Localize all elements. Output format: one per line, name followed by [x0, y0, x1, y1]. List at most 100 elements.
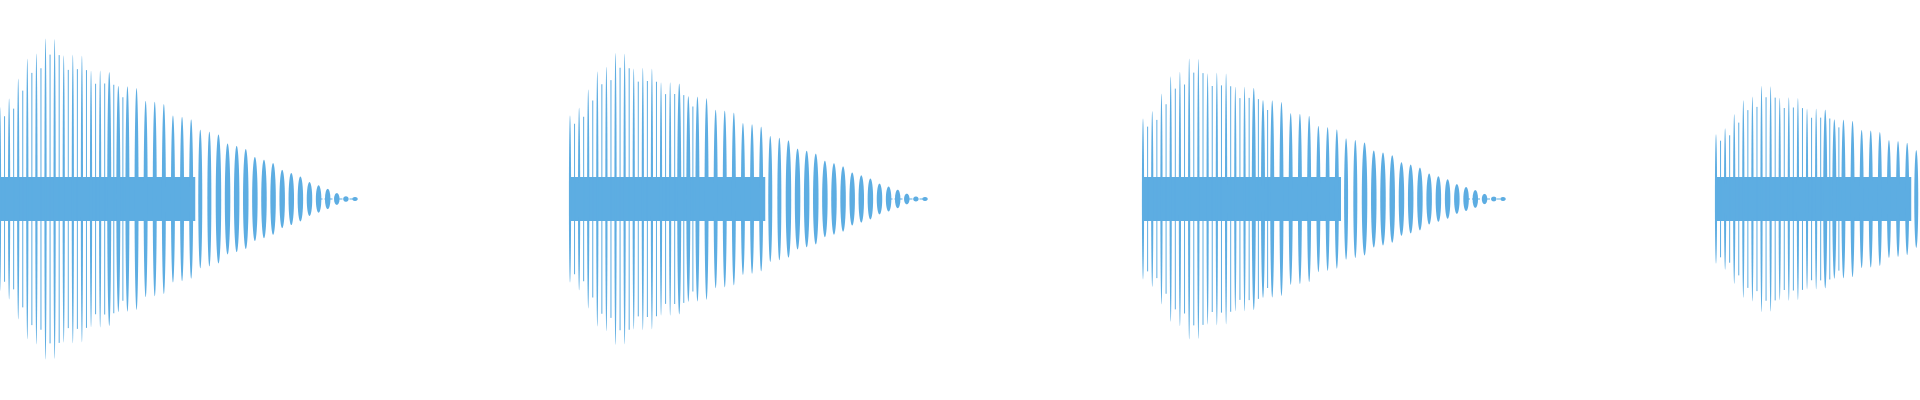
waveform-oscillation	[26, 58, 29, 340]
waveform-oscillation	[1151, 111, 1154, 287]
waveform-oscillation	[1733, 114, 1736, 284]
waveform-oscillation	[568, 115, 572, 283]
waveform-oscillation	[1251, 87, 1256, 311]
waveform-oscillation	[1297, 113, 1302, 285]
burst-core-band	[1143, 177, 1341, 221]
waveform-oscillation	[1279, 102, 1284, 296]
waveform-oscillation	[1769, 86, 1772, 312]
waveform-oscillation	[1389, 155, 1395, 243]
waveform-oscillation	[641, 67, 644, 331]
waveform-oscillation	[858, 175, 865, 223]
waveform-oscillation	[207, 131, 212, 267]
waveform-oscillation	[1243, 86, 1246, 312]
waveform-oscillation	[152, 101, 157, 297]
waveform-burst-3	[1141, 58, 1506, 340]
waveform-oscillation	[134, 88, 139, 310]
waveform-oscillation	[1778, 97, 1781, 301]
waveform-oscillation	[659, 82, 663, 316]
waveform-oscillation	[1463, 187, 1469, 211]
waveform-oscillation	[669, 82, 672, 316]
waveform-oscillation	[1234, 86, 1237, 312]
waveform-oscillation	[596, 71, 599, 327]
waveform-oscillation	[1815, 108, 1818, 290]
waveform-oscillation	[1905, 142, 1910, 256]
waveform-oscillation	[215, 134, 222, 264]
waveform-oscillation	[1444, 179, 1451, 219]
waveform-oscillation	[1787, 97, 1790, 301]
waveform-oscillation	[1188, 58, 1191, 340]
waveform-oscillation	[1914, 150, 1919, 248]
waveform-oscillation	[1288, 113, 1293, 285]
waveform-oscillation	[252, 156, 258, 242]
waveform-oscillation	[768, 135, 773, 263]
waveform-oscillation	[1270, 100, 1275, 298]
waveform-oscillation	[704, 98, 709, 300]
waveform-oscillation	[578, 107, 581, 291]
waveform-oscillation	[1850, 120, 1855, 278]
waveform-oscillation	[731, 112, 736, 286]
waveform-oscillation	[876, 183, 883, 215]
waveform-oscillation	[1742, 100, 1745, 298]
waveform-oscillation	[170, 115, 175, 283]
waveform-oscillation	[224, 143, 231, 255]
waveform-oscillation	[1454, 184, 1460, 214]
waveform-oscillation	[1426, 173, 1432, 225]
waveform-oscillation	[695, 96, 700, 302]
waveform-oscillation	[1224, 73, 1228, 325]
waveform-oscillation	[813, 153, 819, 245]
waveform-oscillation	[1361, 142, 1368, 256]
waveform-oscillation	[71, 54, 74, 344]
waveform-oscillation	[35, 53, 38, 345]
waveform-oscillation	[1169, 76, 1172, 322]
waveform-oscillation	[1832, 119, 1837, 279]
waveform-oscillation	[605, 66, 608, 332]
waveform-oscillation	[1334, 129, 1339, 269]
waveform-oscillation	[8, 98, 11, 300]
waveform-oscillation	[623, 53, 626, 345]
waveform-oscillation	[803, 150, 810, 248]
waveform-oscillation	[740, 123, 745, 275]
waveform-oscillation	[785, 140, 792, 258]
waveform-oscillation	[261, 159, 267, 239]
waveform-oscillation	[233, 145, 240, 253]
waveform-oscillation	[324, 188, 331, 210]
waveform-oscillation	[777, 137, 782, 261]
burst-core-band	[1716, 177, 1912, 221]
waveform-oscillation	[1823, 109, 1828, 289]
waveform-oscillation	[794, 148, 801, 250]
waveform-oscillation	[1316, 125, 1321, 273]
waveform-oscillation	[686, 96, 691, 302]
waveform-oscillation	[650, 68, 654, 330]
waveform-oscillation	[0, 107, 2, 291]
waveform-oscillation	[1407, 164, 1414, 234]
waveform-oscillation	[1160, 93, 1163, 305]
waveform-oscillation	[1714, 134, 1718, 264]
waveform-oscillation	[1307, 115, 1312, 283]
waveform-oscillation	[270, 163, 276, 235]
waveform-oscillation	[62, 55, 65, 343]
waveform-oscillation	[107, 72, 112, 326]
waveform-oscillation	[1417, 167, 1423, 231]
waveform-oscillation	[1178, 71, 1182, 327]
waveform-oscillation	[1472, 190, 1479, 208]
waveform-oscillation	[180, 116, 185, 282]
waveform-oscillation	[1886, 140, 1891, 258]
waveform-oscillation	[1724, 128, 1727, 270]
waveform-oscillation	[1141, 118, 1145, 280]
waveform-oscillation	[759, 126, 764, 272]
waveform-oscillation	[99, 70, 102, 328]
waveform-oscillation	[297, 176, 304, 222]
waveform-oscillation	[1197, 59, 1200, 339]
waveform-oscillation	[44, 38, 47, 360]
waveform-oscillation	[198, 129, 203, 269]
waveform-burst-4	[1714, 85, 1919, 313]
waveform-burst-1	[0, 38, 358, 360]
burst-core-band	[570, 177, 766, 221]
waveform-oscillation	[80, 55, 84, 343]
waveform-oscillation	[614, 53, 617, 345]
waveform-oscillation	[885, 186, 892, 212]
waveform-oscillation	[713, 109, 718, 289]
waveform-oscillation	[750, 124, 755, 274]
